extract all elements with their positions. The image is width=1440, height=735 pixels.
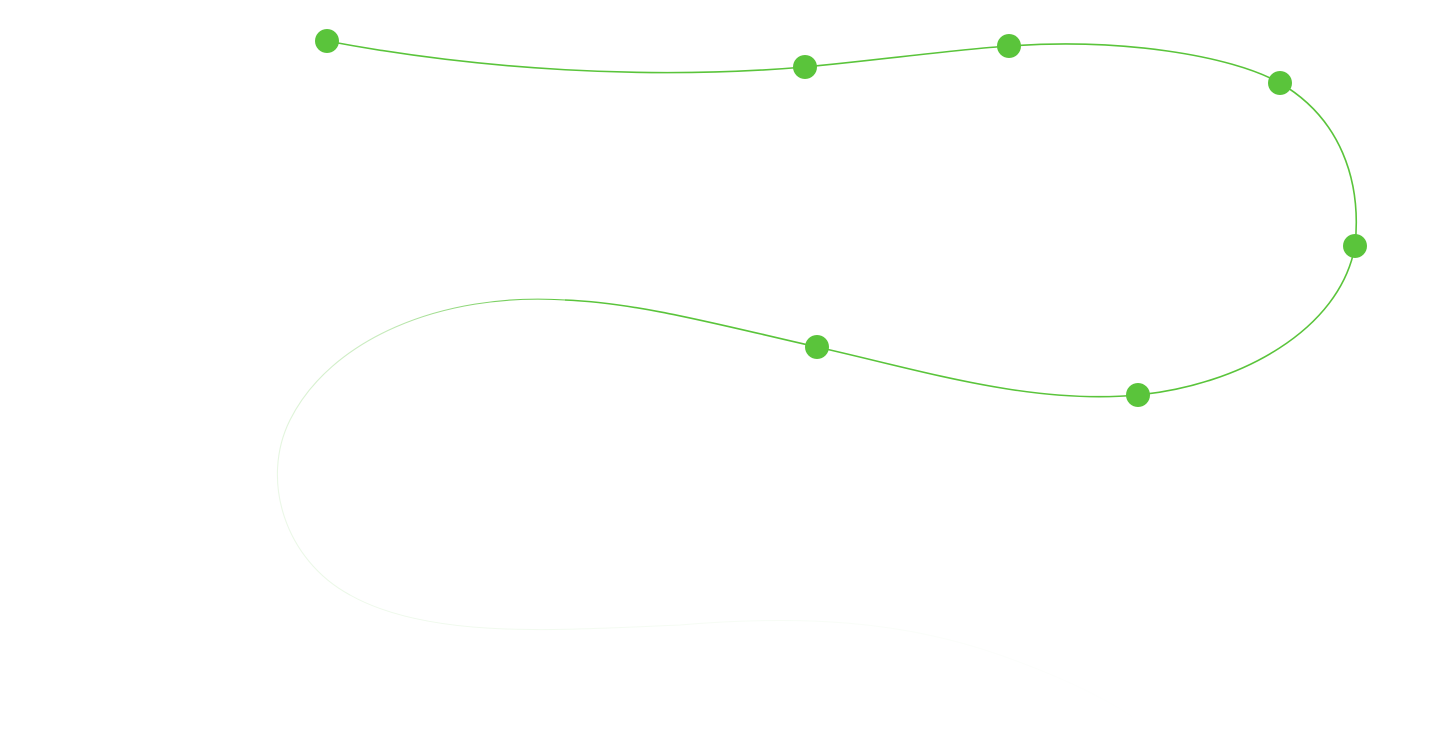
- milestone-dot-4[interactable]: [1268, 71, 1292, 95]
- milestone-dot-7[interactable]: [805, 335, 829, 359]
- timeline-path-solid: [326, 40, 1358, 398]
- milestone-dot-6[interactable]: [1126, 383, 1150, 407]
- timeline-path-fade: [276, 298, 566, 596]
- milestone-dot-3[interactable]: [997, 34, 1021, 58]
- milestone-dot-5[interactable]: [1343, 234, 1367, 258]
- milestone-dot-2[interactable]: [793, 55, 817, 79]
- milestone-dot-1[interactable]: [315, 29, 339, 53]
- timeline-path-tail: [349, 594, 1151, 731]
